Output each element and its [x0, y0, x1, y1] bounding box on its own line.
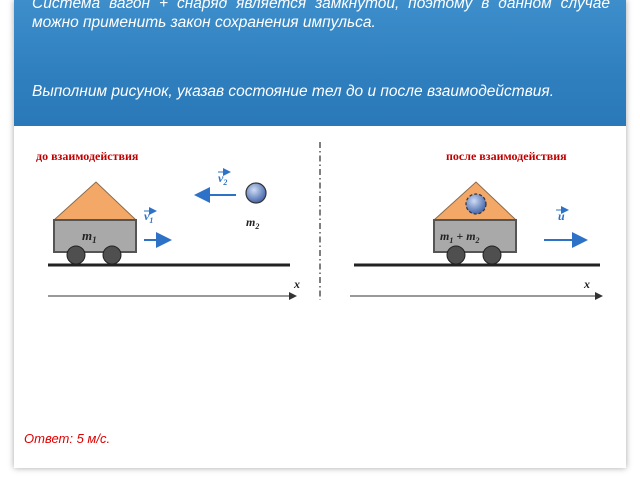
x-axis-label: x: [293, 277, 300, 291]
combined-mass-label: m1+m2: [440, 229, 480, 245]
cart-after: m1+m2: [432, 181, 518, 265]
before-panel: до взаимодействия m1 v1 v2 m2: [36, 149, 300, 300]
before-title: до взаимодействия: [36, 149, 139, 163]
wheel-icon: [446, 245, 466, 265]
svg-text:u: u: [558, 209, 565, 223]
x-axis-label: x: [583, 277, 590, 291]
cart-before: m1: [52, 181, 138, 265]
slide: Система вагон + снаряд является замкнуто…: [14, 0, 626, 468]
cart-mass-label: m1: [82, 228, 97, 245]
cart-body-after: [433, 219, 517, 253]
after-panel: после взаимодействия m1+m2 u x: [350, 149, 603, 300]
cart-roof-before: [52, 181, 138, 221]
wheel-icon: [66, 245, 86, 265]
after-title: после взаимодействия: [446, 149, 567, 163]
wheel-icon: [482, 245, 502, 265]
svg-text:v1: v1: [144, 209, 153, 225]
paragraph-drawing: Выполним рисунок, указав состояние тел д…: [32, 83, 555, 100]
physics-figure: до взаимодействия m1 v1 v2 m2: [36, 142, 603, 300]
svg-text:v2: v2: [218, 171, 227, 187]
ball-mass-label: m2: [246, 215, 259, 231]
wheel-icon: [102, 245, 122, 265]
ball-projectile: [245, 182, 267, 204]
header-banner: Система вагон + снаряд является замкнуто…: [14, 0, 626, 126]
velocity-v2: v2: [194, 168, 236, 203]
answer-text: Ответ: 5 м/с.: [24, 431, 111, 446]
paragraph-closed-system: Система вагон + снаряд является замкнуто…: [32, 0, 610, 31]
cart-body-before: [53, 219, 137, 253]
velocity-v1: v1: [144, 207, 172, 248]
velocity-u: u: [544, 206, 588, 248]
ball-in-cart: [465, 193, 487, 215]
